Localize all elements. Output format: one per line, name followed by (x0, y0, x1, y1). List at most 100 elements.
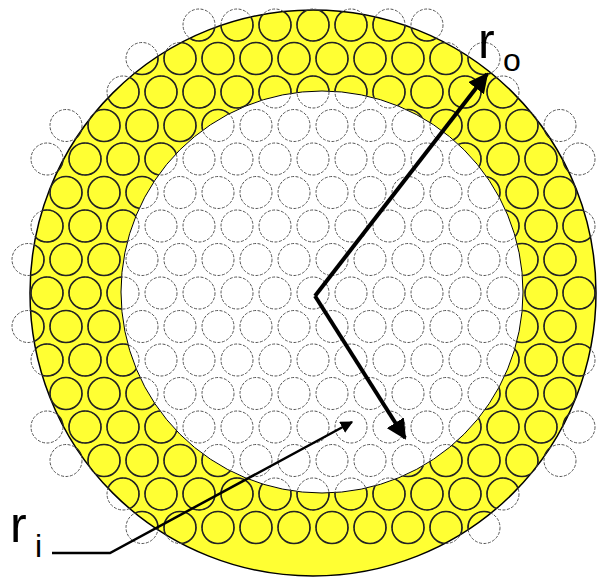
particle (335, 9, 367, 41)
ring-particle (392, 244, 424, 276)
ring-particle (316, 43, 348, 75)
ring-particle (392, 110, 424, 142)
particle (278, 110, 310, 142)
particle (221, 277, 253, 309)
particle (525, 411, 557, 443)
ring-particle (411, 478, 443, 510)
particle (563, 344, 595, 376)
radius-subscript: o (503, 44, 521, 76)
particle (164, 244, 196, 276)
ring-particle (202, 378, 234, 410)
particle (183, 143, 215, 175)
particle (297, 76, 329, 108)
ring-particle (335, 277, 367, 309)
particle (411, 344, 443, 376)
particle (544, 311, 576, 343)
ring-particle (506, 177, 538, 209)
ring-particle (50, 378, 82, 410)
ring-particle (354, 512, 386, 544)
ring-particle (126, 378, 158, 410)
ring-particle (50, 177, 82, 209)
ring-particle (506, 311, 538, 343)
particle (88, 311, 120, 343)
particle (392, 512, 424, 544)
ring-particle (449, 210, 481, 242)
particle (487, 344, 519, 376)
particle (31, 143, 63, 175)
ring-particle (107, 143, 139, 175)
particle (221, 210, 253, 242)
particle (411, 411, 443, 443)
particle (468, 177, 500, 209)
ring-particle (278, 512, 310, 544)
ring-particle (468, 378, 500, 410)
particle (202, 311, 234, 343)
ring-particle (354, 244, 386, 276)
particle (164, 445, 196, 477)
ring-particle (468, 445, 500, 477)
ring-particle (259, 344, 291, 376)
particle (126, 311, 158, 343)
ring-particle (392, 378, 424, 410)
particle (430, 43, 462, 75)
particle (278, 512, 310, 544)
ring-particle (468, 244, 500, 276)
particle (164, 378, 196, 410)
ring-particle (411, 143, 443, 175)
particle (373, 143, 405, 175)
particle (297, 478, 329, 510)
ring-particle (202, 177, 234, 209)
ring-particle (69, 411, 101, 443)
particle (240, 311, 272, 343)
particle (259, 277, 291, 309)
ring-particle (69, 143, 101, 175)
ring-particle (430, 244, 462, 276)
particle (430, 244, 462, 276)
ring-particle (69, 344, 101, 376)
particle (107, 344, 139, 376)
ring-particle (145, 344, 177, 376)
ring-particle (411, 277, 443, 309)
ring-particle (278, 244, 310, 276)
particle (259, 210, 291, 242)
particle (278, 177, 310, 209)
ring-particle (506, 110, 538, 142)
ring-particle (202, 43, 234, 75)
particle (50, 244, 82, 276)
particle (468, 311, 500, 343)
ring-particle (107, 277, 139, 309)
particle (563, 210, 595, 242)
ring-particle (544, 311, 576, 343)
ring-particle (164, 177, 196, 209)
ring-particle (335, 478, 367, 510)
particle (487, 411, 519, 443)
particle (525, 210, 557, 242)
particle (354, 43, 386, 75)
ring-particle (88, 445, 120, 477)
ring-particle (430, 445, 462, 477)
particle (468, 244, 500, 276)
particle (126, 177, 158, 209)
ring-particle (259, 210, 291, 242)
ring-particle (221, 9, 253, 41)
particle (354, 110, 386, 142)
particle (221, 9, 253, 41)
ring-particle (411, 344, 443, 376)
ring-particle (468, 110, 500, 142)
particle (202, 43, 234, 75)
ring-particle (31, 277, 63, 309)
ring-particle (316, 177, 348, 209)
ring-particle (107, 478, 139, 510)
particle (183, 210, 215, 242)
ring-particle (126, 311, 158, 343)
ring-particle (544, 378, 576, 410)
ring-particle (69, 277, 101, 309)
particle (506, 311, 538, 343)
ring-particle (411, 210, 443, 242)
ring-particle (430, 177, 462, 209)
particle (202, 378, 234, 410)
particle (240, 244, 272, 276)
particle (259, 9, 291, 41)
particle (411, 277, 443, 309)
ring-particle (107, 76, 139, 108)
